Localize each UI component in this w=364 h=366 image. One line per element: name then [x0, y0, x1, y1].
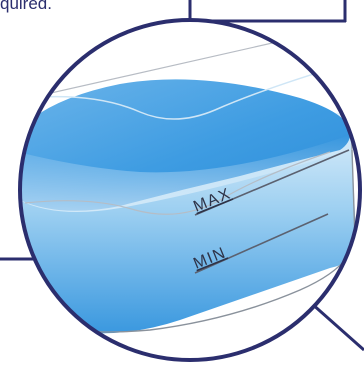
- frame-line-bottom-right: [310, 301, 364, 352]
- tank-inner-edge: [24, 151, 331, 215]
- magnifier-circle: [18, 18, 362, 362]
- surface-reflection: [24, 59, 360, 120]
- max-level-line: [194, 149, 350, 216]
- caption-text: quired.: [0, 0, 52, 13]
- min-level-line: [194, 213, 329, 274]
